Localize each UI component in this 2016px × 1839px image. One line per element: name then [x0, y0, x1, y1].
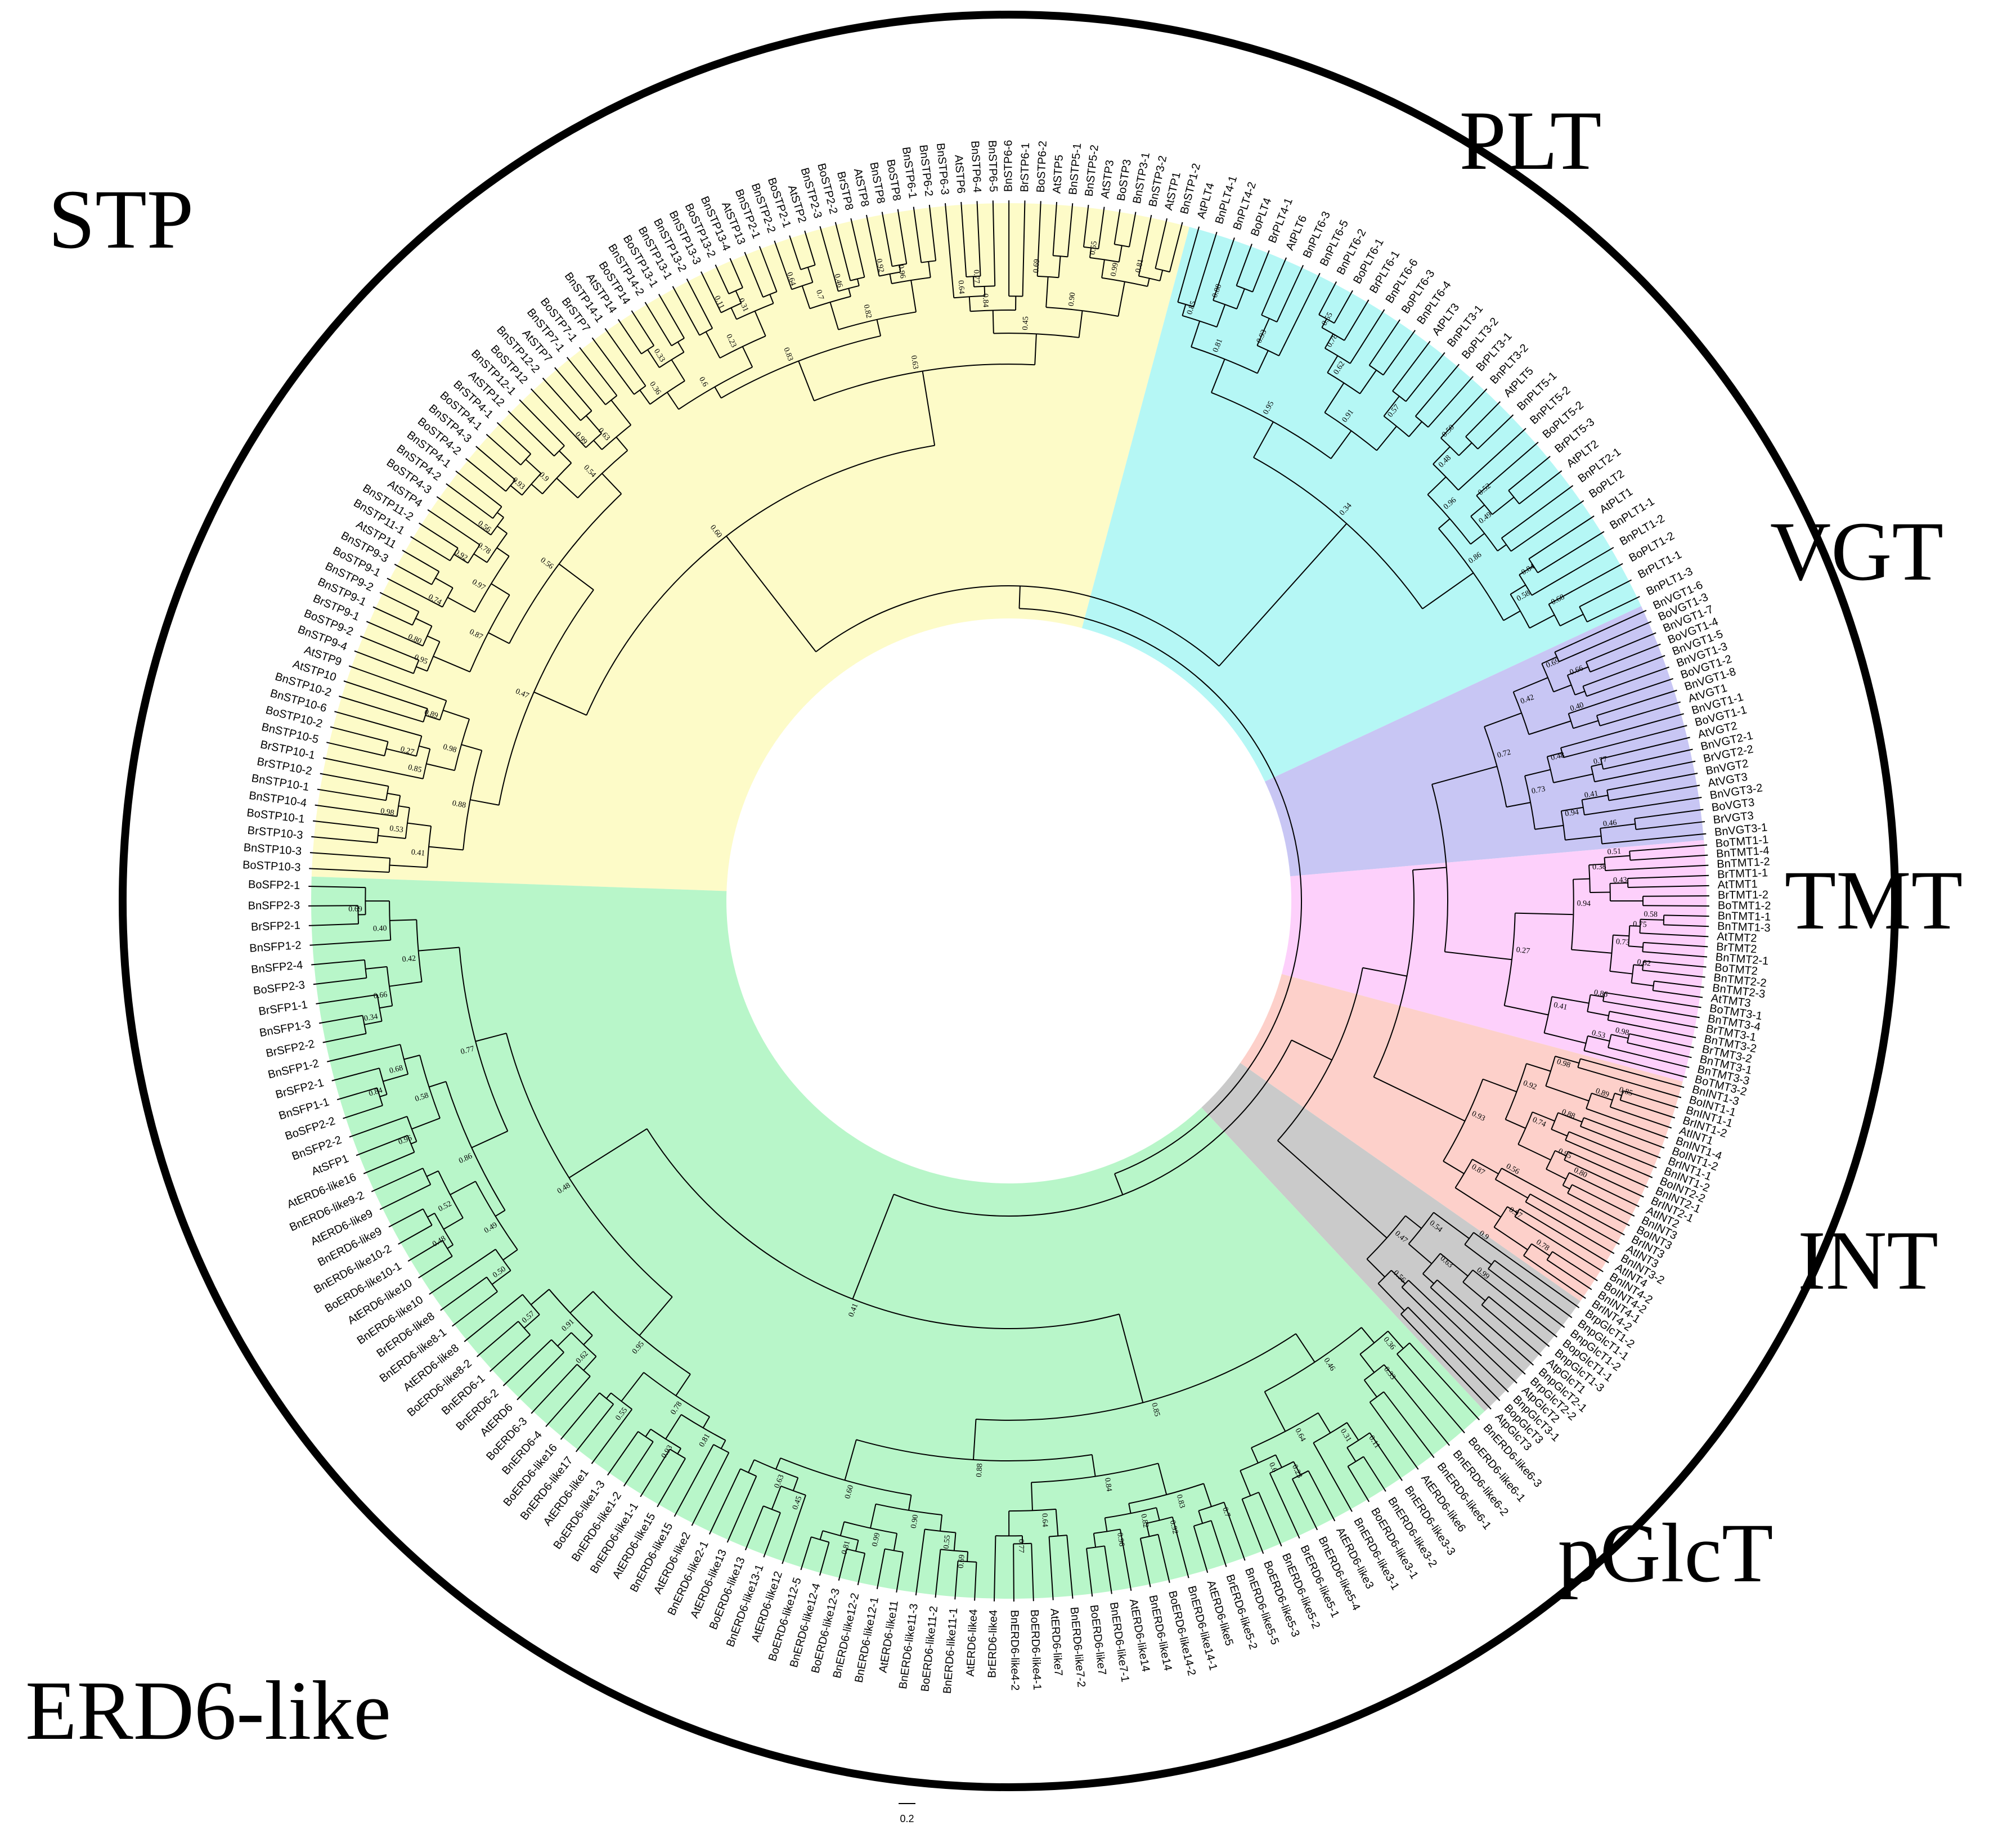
leaf-label: AtSTP5	[1050, 154, 1066, 194]
leaf-label: BnSTP6-1	[900, 146, 919, 199]
scale-bar: 0.2	[899, 1804, 915, 1824]
leaf-label: BnERD6-like7-1	[1107, 1602, 1132, 1683]
leaf-label: BrSFP2-2	[265, 1038, 316, 1060]
clade-title-int: INT	[1798, 1214, 1938, 1307]
leaf-label: BoSTP8	[884, 159, 903, 202]
branch-line	[967, 1551, 968, 1562]
clade-title-erd6: ERD6-like	[25, 1664, 391, 1757]
bootstrap-value: 0.45	[1021, 316, 1030, 330]
bootstrap-value: 0.53	[389, 824, 403, 835]
bootstrap-value: 0.69	[1032, 259, 1041, 273]
bootstrap-value: 0.69	[957, 1554, 967, 1569]
bootstrap-value: 0.77	[972, 270, 981, 284]
bootstrap-value: 0.90	[1067, 292, 1077, 307]
leaf-label: BoSTP3	[1115, 159, 1134, 202]
bootstrap-value: 0.64	[957, 280, 966, 294]
leaf-label: AtPLT4	[1195, 181, 1217, 220]
leaf-label: BnSTP6-2	[917, 144, 935, 197]
bootstrap-value: 0.27	[1516, 946, 1530, 956]
leaf-label: BnSTP10-4	[248, 790, 307, 810]
bootstrap-value: 0.84	[981, 293, 990, 307]
leaf-label: BnSTP6-4	[968, 141, 983, 193]
leaf-label: BnSFP2-3	[248, 899, 300, 912]
leaf-label: BoSFP2-1	[248, 878, 300, 892]
leaf-label: BrSFP2-1	[274, 1077, 325, 1101]
leaf-label: BnERD6-like7-2	[1068, 1607, 1088, 1688]
tree-center-hole	[728, 620, 1290, 1182]
leaf-label: BrSTP6-1	[1018, 142, 1032, 192]
bootstrap-value: 0.41	[411, 848, 425, 858]
bootstrap-value: 0.94	[1577, 899, 1591, 908]
clade-title-tmt: TMT	[1785, 854, 1963, 947]
leaf-label: BrSFP1-1	[258, 998, 308, 1018]
bootstrap-value: 0.58	[1644, 910, 1658, 919]
bootstrap-value: 0.51	[1607, 847, 1621, 856]
leaf-label: BoERD6-like7	[1088, 1604, 1108, 1676]
branch-line	[1013, 1544, 1014, 1601]
leaf-label: BnERD6-like11-3	[897, 1603, 921, 1690]
bootstrap-value: 0.75	[1633, 920, 1647, 929]
leaf-label: BnSTP6-6	[1002, 140, 1014, 192]
bootstrap-value: 0.77	[1017, 1539, 1025, 1553]
leaf-label: BrSTP10-3	[247, 824, 304, 842]
leaf-label: BoSTP10-1	[246, 807, 305, 826]
branch-line	[1643, 905, 1709, 906]
bootstrap-value: 0.43	[1613, 876, 1627, 885]
leaf-label: BnSFP1-2	[267, 1057, 320, 1082]
bootstrap-value: 0.82	[1637, 958, 1651, 968]
bootstrap-value: 0.46	[1602, 819, 1617, 829]
branch-line	[993, 310, 994, 333]
clade-title-vgt: VGT	[1770, 505, 1943, 598]
scale-bar-label: 0.2	[900, 1813, 914, 1824]
leaf-label: BoSFP2-3	[253, 979, 306, 997]
bootstrap-value: 0.40	[373, 925, 387, 934]
leaf-label: BoSTP10-3	[243, 859, 301, 874]
leaf-label: BnSTP5-1	[1067, 142, 1084, 195]
leaf-label: BrERD6-like4	[986, 1609, 1000, 1678]
leaf-label: AtSTP3	[1099, 159, 1116, 199]
leaf-label: BnSTP5-2	[1083, 144, 1101, 197]
leaf-label: AtSTP6	[952, 154, 967, 194]
bootstrap-value: 0.42	[402, 954, 416, 964]
leaf-label: AtERD6-like4	[964, 1609, 980, 1677]
leaf-label: BnSFP1-2	[249, 939, 302, 955]
leaf-label: BnERD6-like11-1	[941, 1607, 960, 1694]
leaf-label: BnSFP2-4	[250, 959, 303, 976]
leaf-label: BoERD6-like4-1	[1028, 1609, 1043, 1690]
leaf-label: BnERD6-like4-2	[1008, 1610, 1021, 1691]
clade-title-stp: STP	[48, 173, 194, 266]
bootstrap-value: 0.55	[942, 1535, 953, 1549]
leaf-label: BoSTP6-2	[1035, 141, 1049, 193]
leaf-label: BnSTP6-3	[934, 142, 951, 195]
branch-line	[1019, 586, 1020, 608]
clade-title-plt: PLT	[1460, 94, 1602, 187]
leaf-label: BnSTP6-5	[986, 140, 999, 192]
leaf-label: AtERD6-like7	[1048, 1608, 1065, 1676]
leaf-label: BrSFP2-1	[251, 920, 301, 934]
leaf-label: BnSTP10-3	[243, 841, 302, 858]
branch-line	[1573, 879, 1590, 880]
bootstrap-value: 0.73	[1615, 938, 1630, 947]
bootstrap-value: 0.38	[1592, 863, 1606, 872]
leaf-label: BoERD6-like11-2	[919, 1605, 940, 1692]
leaf-label: AtERD6-like11	[877, 1600, 901, 1674]
leaf-label: AtERD6-like14	[1127, 1598, 1152, 1673]
clade-title-pglct: pGlcT	[1557, 1506, 1773, 1600]
bootstrap-value: 0.88	[975, 1463, 985, 1477]
bootstrap-value: 0.69	[348, 905, 362, 913]
bootstrap-value: 0.64	[1040, 1513, 1049, 1527]
leaf-label: BnSFP1-3	[258, 1018, 312, 1039]
